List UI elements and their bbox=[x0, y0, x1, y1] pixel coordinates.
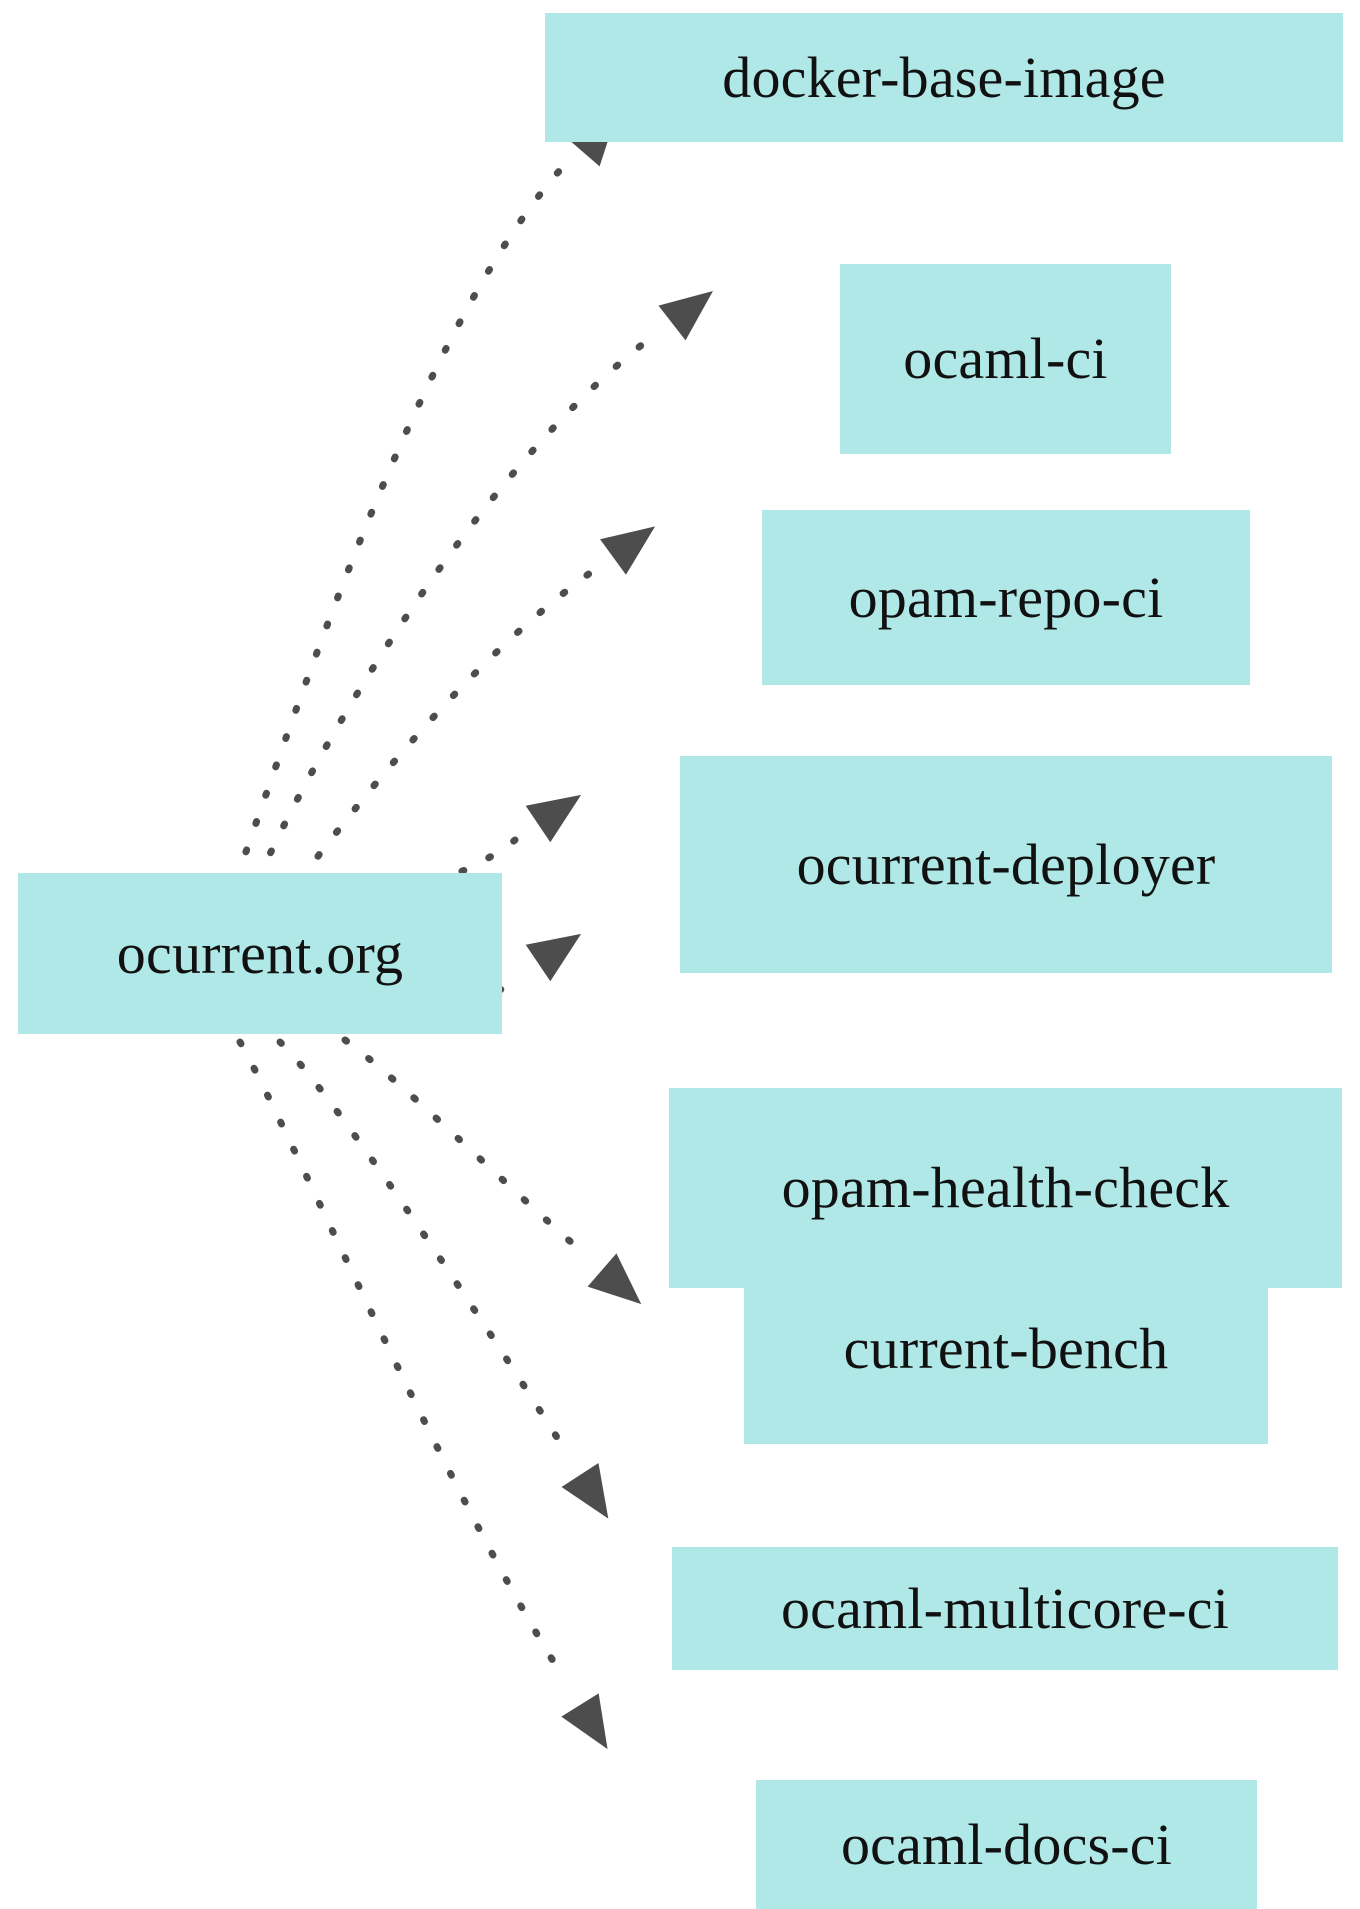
graph-node-label: ocaml-multicore-ci bbox=[780, 1575, 1230, 1641]
graph-node-opam-repo-ci[interactable]: opam-repo-ci bbox=[762, 510, 1250, 685]
graph-node-current-bench[interactable]: current-bench bbox=[744, 1253, 1268, 1444]
arrowhead-opam-repo-ci bbox=[600, 526, 656, 575]
edge-ocurrent-org-to-ocaml-ci bbox=[254, 336, 652, 884]
arrowhead-ocurrent-deployer bbox=[525, 794, 582, 843]
edge-ocurrent-org-to-opam-repo-ci bbox=[296, 569, 594, 884]
graph-node-label: opam-health-check bbox=[781, 1155, 1230, 1220]
graph-node-label: ocaml-ci bbox=[903, 326, 1108, 391]
arrowhead-ocaml-multicore-ci bbox=[561, 1463, 609, 1519]
arrowhead-current-bench bbox=[587, 1253, 642, 1305]
arrowhead-ocaml-ci bbox=[658, 290, 713, 341]
graph-node-ocurrent-deployer[interactable]: ocurrent-deployer bbox=[680, 756, 1332, 973]
graph-node-label: docker-base-image bbox=[722, 44, 1166, 110]
graph-node-ocaml-multicore-ci[interactable]: ocaml-multicore-ci bbox=[672, 1547, 1338, 1670]
graph-node-ocaml-docs-ci[interactable]: ocaml-docs-ci bbox=[756, 1780, 1257, 1909]
graph-node-label: ocurrent-deployer bbox=[796, 831, 1216, 897]
graph-node-label: ocaml-docs-ci bbox=[840, 1811, 1173, 1877]
graph-node-label: current-bench bbox=[843, 1315, 1169, 1381]
graph-node-docker-base-image[interactable]: docker-base-image bbox=[545, 13, 1343, 142]
edge-ocurrent-org-to-docker-base-image bbox=[232, 166, 564, 884]
arrowhead-ocaml-docs-ci bbox=[561, 1693, 608, 1750]
graph-node-ocurrent-org[interactable]: ocurrent.org bbox=[18, 873, 502, 1034]
graph-node-label: ocurrent.org bbox=[116, 920, 404, 986]
edge-ocurrent-org-to-current-bench bbox=[341, 1036, 584, 1254]
graph-node-ocaml-ci[interactable]: ocaml-ci bbox=[840, 264, 1171, 454]
arrowhead-opam-health-check bbox=[525, 933, 582, 982]
edge-ocurrent-org-to-ocaml-docs-ci bbox=[236, 1038, 569, 1684]
edge-ocurrent-org-to-ocaml-multicore-ci bbox=[276, 1038, 569, 1454]
graph-node-label: opam-repo-ci bbox=[848, 564, 1164, 630]
